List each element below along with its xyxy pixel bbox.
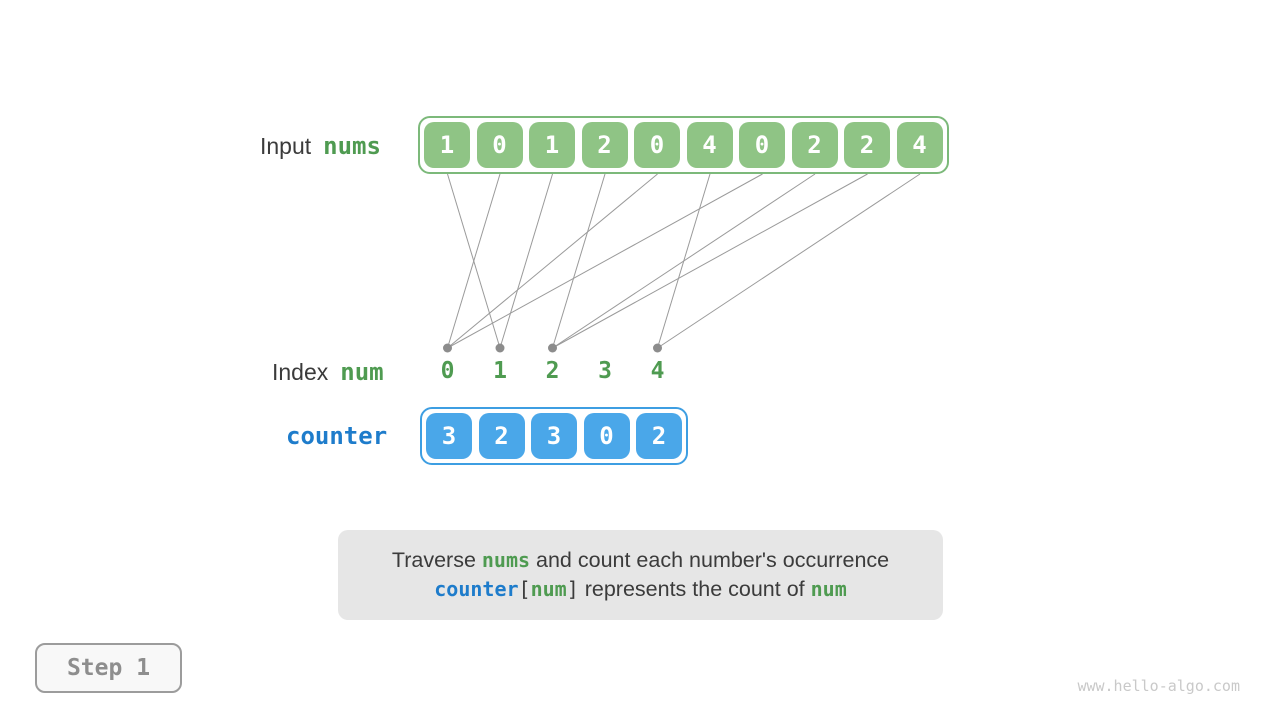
input-label: Input — [260, 132, 312, 159]
input-row-label: Input nums — [260, 131, 381, 161]
caption-segment: num — [810, 577, 847, 601]
caption-box: Traverse nums and count each number's oc… — [338, 530, 943, 620]
caption-segment: and count each number's occurrence — [530, 548, 890, 572]
index-label: Index — [272, 358, 329, 385]
caption-line-1: Traverse nums and count each number's oc… — [392, 548, 889, 573]
caption-segment: ] — [566, 577, 579, 601]
nums-array-cell: 2 — [791, 122, 838, 168]
counter-row-label: counter — [286, 422, 387, 450]
nums-array-cell: 1 — [424, 122, 470, 168]
nums-array-cell: 0 — [739, 122, 785, 168]
nums-array-cell: 4 — [686, 122, 733, 168]
caption-segment: Traverse — [391, 548, 482, 572]
index-number: 1 — [493, 358, 507, 384]
caption-segment: represents the count of — [578, 577, 811, 601]
nums-array-cell: 0 — [634, 122, 680, 168]
caption-segment: [ — [518, 577, 531, 601]
caption-segment: num — [530, 577, 567, 601]
nums-array-cell: 2 — [581, 122, 628, 168]
counter-array-cell: 0 — [583, 413, 630, 459]
caption-segment: nums — [481, 548, 531, 572]
index-number: 0 — [440, 358, 455, 384]
caption-segment: counter — [434, 577, 519, 601]
counter-variable-label: counter — [286, 422, 388, 450]
nums-array-cell: 0 — [476, 122, 523, 168]
index-row-label: Index num — [272, 357, 384, 387]
index-number: 2 — [545, 358, 560, 384]
step-badge: Step 1 — [35, 643, 182, 693]
counter-array-cell: 3 — [531, 413, 577, 459]
index-number: 4 — [650, 358, 665, 384]
nums-variable-label: nums — [323, 132, 381, 160]
counter-array-cell: 3 — [426, 413, 472, 459]
nums-array-cell: 4 — [896, 122, 943, 168]
watermark: www.hello-algo.com — [1077, 677, 1240, 695]
counter-array-cell: 2 — [478, 413, 525, 459]
caption-line-2: counter[num] represents the count of num — [434, 577, 847, 602]
index-number: 3 — [598, 358, 612, 384]
nums-array-cell: 2 — [844, 122, 890, 168]
nums-array-cell: 1 — [529, 122, 575, 168]
counter-array-cell: 2 — [636, 413, 682, 459]
num-variable-label: num — [340, 358, 384, 386]
